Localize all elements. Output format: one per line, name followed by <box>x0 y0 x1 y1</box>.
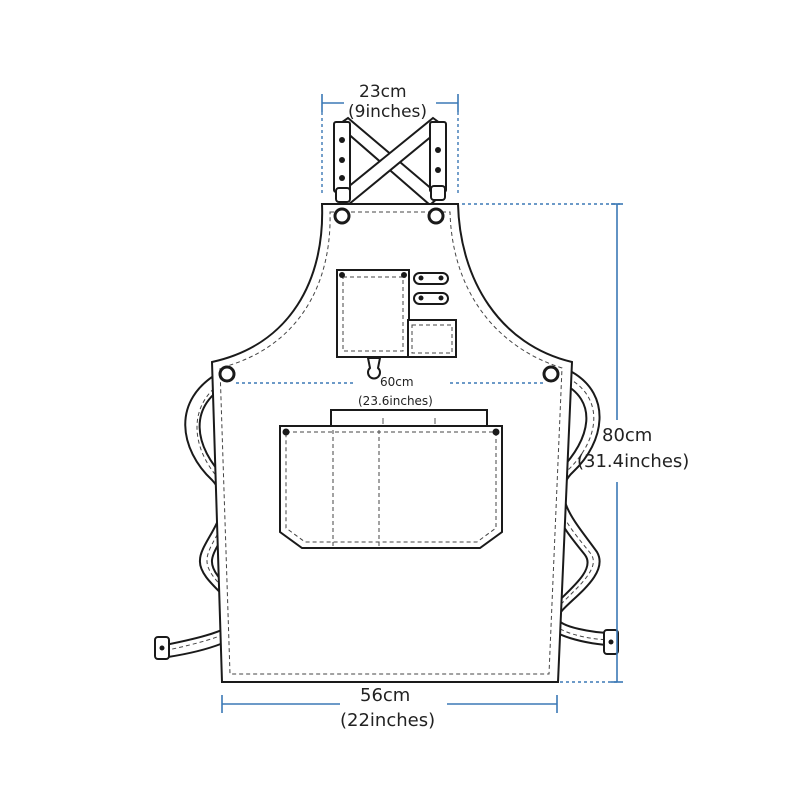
chest-imperial-label: (23.6inches) <box>358 394 433 408</box>
chest-metric-label: 60cm <box>380 375 414 389</box>
chest-pocket <box>336 269 457 380</box>
left-waist-grommet <box>218 365 236 383</box>
bottom-width-metric-label: 56cm <box>360 685 411 706</box>
left-neck-grommet <box>333 207 351 225</box>
right-waist-grommet <box>542 365 560 383</box>
neck-straps <box>333 116 447 207</box>
strap-gap-dimension-line <box>321 94 459 196</box>
strap-gap-metric-label: 23cm <box>359 82 407 102</box>
length-imperial-label: (31.4inches) <box>577 451 690 472</box>
right-neck-grommet <box>427 207 445 225</box>
length-metric-label: 80cm <box>602 425 653 446</box>
length-dimension-line <box>462 203 623 683</box>
front-pocket <box>279 409 503 549</box>
strap-gap-imperial-label: (9inches) <box>348 102 428 122</box>
bottom-width-dimension-line <box>221 695 558 713</box>
bottom-width-imperial-label: (22inches) <box>340 710 436 731</box>
